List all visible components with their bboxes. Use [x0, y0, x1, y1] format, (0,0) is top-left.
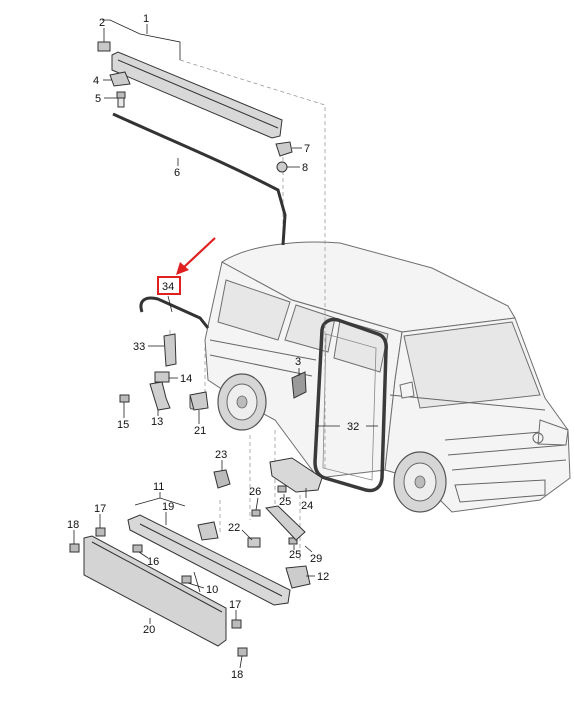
part-label-21: 21: [194, 425, 206, 437]
part-label-14: 14: [180, 373, 192, 385]
leader-lines: [73, 19, 378, 669]
highlight-marker: [157, 237, 216, 295]
part-label-16: 16: [147, 556, 159, 568]
part-label-18-bottom: 18: [231, 669, 243, 681]
part-label-33: 33: [133, 341, 145, 353]
part-label-22: 22: [228, 522, 240, 534]
part-label-25-bottom: 25: [289, 549, 301, 561]
part-label-3: 3: [295, 356, 301, 368]
part-label-17-top: 17: [94, 503, 106, 515]
part-label-6: 6: [174, 167, 180, 179]
part-label-4: 4: [93, 75, 99, 87]
part-label-13: 13: [151, 416, 163, 428]
part-labels: 1 2 3 4 5 6 7 8 10 11 12 13 14 15 16 17 …: [67, 13, 359, 681]
part-label-2: 2: [99, 17, 105, 29]
highlight-box: [157, 276, 181, 295]
part-label-11: 11: [153, 481, 164, 493]
part-label-1: 1: [143, 13, 149, 25]
part-label-24: 24: [301, 500, 313, 512]
part-label-20: 20: [143, 624, 155, 636]
part-label-7: 7: [304, 143, 310, 155]
part-label-34: 34: [162, 281, 174, 293]
highlight-arrowhead: [176, 262, 189, 275]
part-label-15: 15: [117, 419, 129, 431]
part-label-29: 29: [310, 553, 322, 565]
part-label-19: 19: [162, 501, 174, 513]
part-label-10: 10: [206, 584, 218, 596]
part-label-18-top: 18: [67, 519, 79, 531]
part-label-23: 23: [215, 449, 227, 461]
part-label-8: 8: [302, 162, 308, 174]
part-label-12: 12: [317, 571, 329, 583]
part-label-17-bottom: 17: [229, 599, 241, 611]
part-label-25-top: 25: [279, 496, 291, 508]
parts: [69, 41, 323, 657]
part-label-26: 26: [249, 486, 261, 498]
part-label-5: 5: [95, 93, 101, 105]
part-label-32: 32: [347, 421, 359, 433]
van-illustration: [189, 241, 571, 513]
highlight-arrow: [182, 237, 216, 269]
